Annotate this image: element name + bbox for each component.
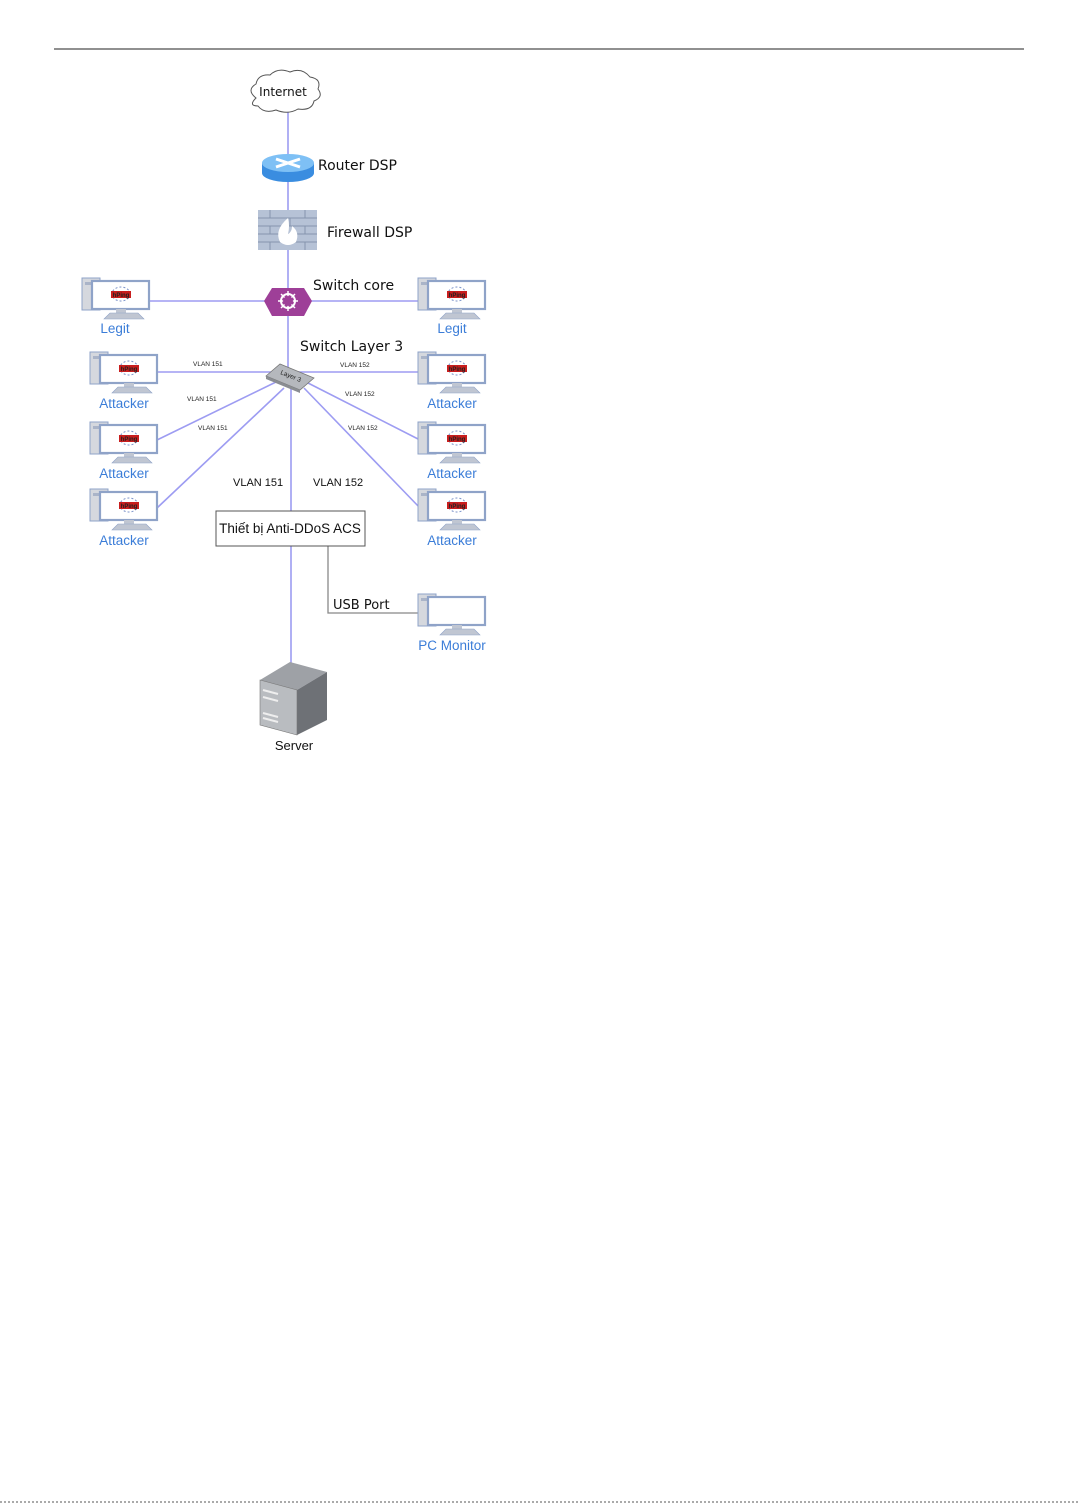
firewall-label: Firewall DSP (327, 225, 412, 241)
vlan-label: VLAN 151 (187, 396, 217, 403)
switch-layer3-icon: Layer 3 (265, 363, 315, 393)
attacker-label: Attacker (427, 533, 477, 548)
attacker-computer-icon: hPing (89, 351, 159, 394)
attacker-label: Attacker (99, 533, 149, 548)
acs-label: Thiết bị Anti-DDoS ACS (219, 521, 361, 536)
vlan-label: VLAN 152 (345, 391, 375, 398)
vlan-label: VLAN 151 (193, 361, 223, 368)
vlan-label: VLAN 152 (348, 425, 378, 432)
vlan-label: VLAN 151 (198, 425, 228, 432)
vlan152-trunk-label: VLAN 152 (313, 477, 363, 489)
hping-logo: hPing (449, 437, 466, 443)
server-icon (259, 662, 327, 736)
pc-monitor-icon (417, 593, 487, 636)
hping-logo: hPing (121, 437, 138, 443)
router-icon (262, 154, 314, 182)
hping-logo: hPing (449, 367, 466, 373)
vlan152-link-2 (307, 382, 421, 441)
legit-computer-icon: hPing (417, 277, 487, 320)
switch-l3-label: Switch Layer 3 (300, 339, 403, 355)
attacker-computer-icon: hPing (417, 351, 487, 394)
vlan-label: VLAN 152 (340, 362, 370, 369)
attacker-label: Attacker (99, 396, 149, 411)
attacker-computer-icon: hPing (89, 488, 159, 531)
hping-logo: hPing (121, 367, 138, 373)
attacker-label: Attacker (427, 466, 477, 481)
vlan152-link-3 (303, 387, 421, 509)
server-label: Server (275, 738, 314, 753)
internet-cloud-icon: Internet (250, 69, 321, 113)
attacker-label: Attacker (427, 396, 477, 411)
switch-core-label: Switch core (313, 278, 394, 294)
vlan151-link-3 (156, 387, 285, 509)
usb-port-label: USB Port (333, 598, 390, 613)
hping-logo: hPing (113, 293, 130, 299)
hping-logo: hPing (449, 504, 466, 510)
legit-left-label: Legit (100, 321, 130, 336)
vlan151-trunk-label: VLAN 151 (233, 477, 283, 489)
pc-monitor-label: PC Monitor (418, 638, 486, 653)
attacker-computer-icon: hPing (89, 421, 159, 464)
router-label: Router DSP (318, 158, 397, 174)
hping-logo: hPing (121, 504, 138, 510)
attacker-computer-icon: hPing (417, 488, 487, 531)
attacker-label: Attacker (99, 466, 149, 481)
hping-logo: hPing (449, 293, 466, 299)
anti-ddos-acs-device: Thiết bị Anti-DDoS ACS (215, 510, 366, 547)
legit-computer-icon: hPing (81, 277, 151, 320)
switch-core-icon (264, 288, 312, 316)
links (150, 110, 421, 665)
firewall-icon (258, 210, 317, 250)
attacker-computer-icon: hPing (417, 421, 487, 464)
legit-right-label: Legit (437, 321, 467, 336)
internet-label: Internet (259, 85, 307, 99)
vlan151-link-2 (156, 381, 277, 441)
usb-link (327, 546, 420, 614)
